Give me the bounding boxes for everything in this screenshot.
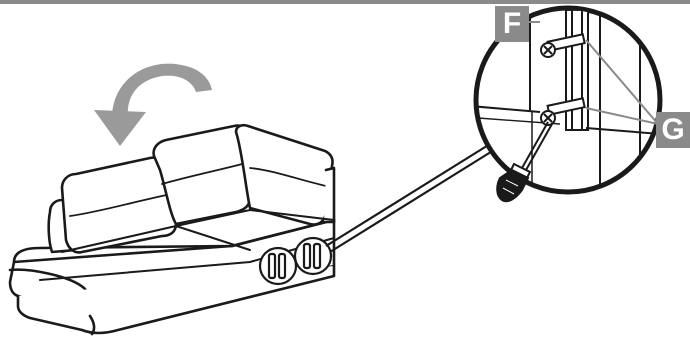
connector-detail-left bbox=[258, 246, 298, 286]
connector-detail-right bbox=[293, 236, 333, 276]
screw-icon-lower bbox=[540, 97, 586, 126]
callout-label-f: F bbox=[495, 6, 529, 42]
zoom-detail-circle bbox=[473, 5, 663, 195]
zoom-leader-lines bbox=[325, 143, 495, 253]
screwdriver-icon bbox=[496, 121, 553, 203]
top-rule bbox=[0, 0, 690, 4]
curved-rotate-arrow-icon bbox=[94, 63, 212, 146]
callout-label-g: G bbox=[656, 112, 690, 148]
screw-icon-upper bbox=[540, 33, 586, 58]
sofa bbox=[8, 123, 336, 336]
